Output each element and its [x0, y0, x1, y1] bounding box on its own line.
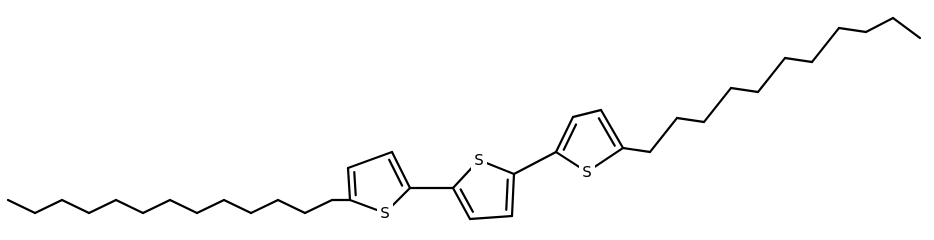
right-decyl-chain — [729, 86, 760, 94]
right-decyl-chain — [702, 86, 733, 124]
right-ring-double-bond — [562, 123, 578, 151]
structure-diagram: S S S — [6, 16, 922, 223]
left-ring-double-bond — [353, 171, 357, 197]
left-decyl-chain — [141, 198, 172, 215]
left-decyl-chain — [168, 198, 199, 215]
center-ring-double-bond — [505, 178, 509, 211]
left-decyl-chain — [195, 198, 226, 215]
right-ring-bond — [571, 108, 603, 119]
right-sulfur-label: S — [582, 163, 592, 181]
right-decyl-chain — [864, 16, 895, 34]
left-decyl-chain — [222, 198, 253, 215]
right-ring-double-bond — [597, 117, 616, 147]
molecule-drawing: S S S — [6, 16, 922, 223]
right-decyl-chain — [810, 26, 841, 64]
left-decyl-chain — [60, 198, 91, 215]
left-decyl-chain — [276, 198, 307, 215]
right-decyl-chain — [783, 56, 814, 64]
right-decyl-chain — [891, 16, 922, 40]
left-decyl-chain — [303, 198, 334, 215]
left-sulfur-label: S — [380, 204, 390, 222]
left-ring-bond — [390, 150, 412, 190]
left-ring-bond — [346, 150, 394, 170]
right-decyl-chain — [837, 26, 868, 34]
center-ring-bond — [510, 172, 516, 218]
right-ring-bond — [599, 108, 625, 150]
right-decyl-chain — [675, 116, 706, 124]
left-decyl-chain — [33, 198, 64, 215]
left-decyl-chain — [114, 198, 145, 215]
left-ring-bond — [346, 166, 352, 202]
center-ring-bond — [451, 186, 472, 221]
center-sulfur-label-background — [471, 150, 487, 170]
left-sulfur-label-background — [377, 203, 393, 223]
right-sulfur-label-background — [579, 162, 595, 182]
center-ring-bond — [468, 214, 514, 221]
left-decyl-chain — [6, 198, 37, 215]
center-sulfur-label: S — [474, 151, 484, 169]
ring-link-bond — [512, 150, 558, 176]
left-decyl-chain — [249, 198, 280, 215]
left-decyl-chain — [87, 198, 118, 215]
right-decyl-chain — [648, 116, 679, 154]
center-ring-double-bond — [459, 188, 474, 213]
right-decyl-chain — [621, 146, 652, 154]
right-decyl-chain — [756, 56, 787, 94]
right-ring-bond — [554, 115, 575, 154]
left-ring-double-bond — [388, 158, 404, 187]
